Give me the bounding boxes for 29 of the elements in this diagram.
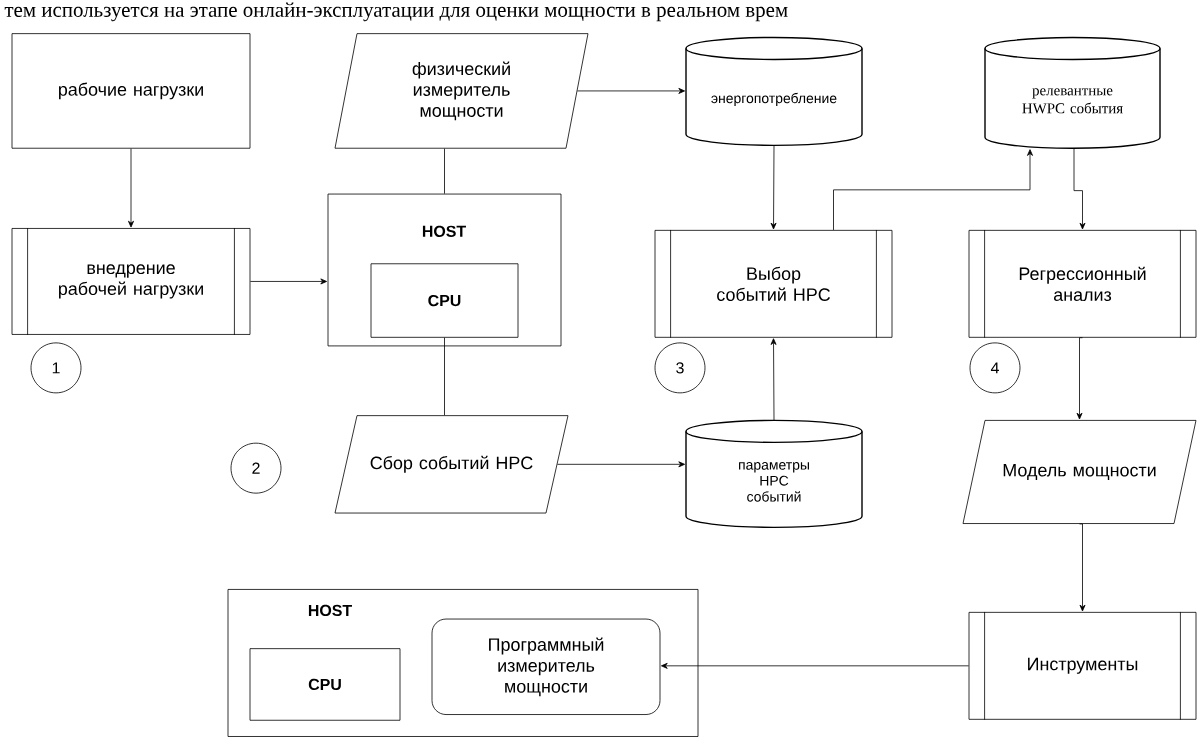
- arrow: [1076, 337, 1083, 420]
- arrow: [1073, 148, 1086, 230]
- data-parallelogram: Сбор событий HPC: [334, 415, 569, 514]
- database-cylinder: релевантные HWPC события: [984, 36, 1161, 149]
- rectangle-box: рабочие нагрузки: [11, 33, 251, 149]
- subprocess-box: Инструменты: [968, 611, 1197, 721]
- arrow: [770, 338, 777, 421]
- rectangle-box: CPU: [370, 263, 519, 338]
- node-label: релевантные HWPC события: [1022, 88, 1123, 114]
- node-label: параметры HPC событий: [739, 462, 809, 502]
- caption-text: тем используется на этапе онлайн-эксплуатации для оценки мощности в реальном врем: [4, 2, 788, 22]
- rounded-box: Программный измеритель мощности: [431, 618, 661, 715]
- arrow: [661, 662, 969, 669]
- rectangle-box: CPU: [249, 648, 401, 721]
- data-parallelogram: Модель мощности: [962, 420, 1197, 524]
- arrow: [1079, 523, 1086, 612]
- database-cylinder: параметры HPC событий: [685, 419, 863, 529]
- data-parallelogram: физический измеритель мощности: [334, 33, 589, 149]
- arrow: [833, 149, 1033, 231]
- subprocess-box: Выбор событий HPC: [654, 229, 893, 339]
- database-cylinder: энергопотребление: [685, 36, 863, 147]
- arrow: [557, 461, 685, 468]
- arrow: [250, 278, 327, 285]
- subprocess-box: внедрение рабочей нагрузки: [11, 227, 251, 336]
- arrow: [128, 148, 134, 228]
- arrow: [577, 87, 685, 94]
- arrow: [770, 145, 777, 230]
- subprocess-box: Регрессионный анализ: [968, 229, 1197, 339]
- node-label: энергопотребление: [711, 92, 837, 106]
